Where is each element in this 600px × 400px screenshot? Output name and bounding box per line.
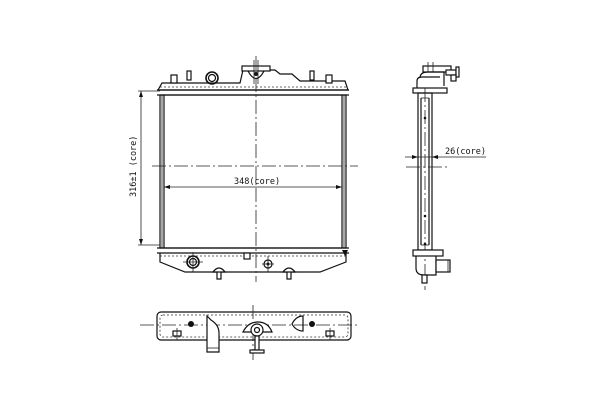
mount-peg-icon <box>211 267 227 280</box>
mount-bolt-icon <box>170 74 178 84</box>
mount-peg-icon <box>281 267 297 280</box>
drain-plug-icon <box>243 252 251 260</box>
outlet-pipe-icon <box>206 314 220 353</box>
mount-bolt-icon <box>325 74 333 84</box>
bottom-bracket-icon <box>172 328 335 340</box>
bottom-tank-plan <box>156 311 352 341</box>
drain-valve-icon <box>242 321 273 354</box>
inlet-fitting-icon <box>291 315 304 332</box>
drain-cock-icon <box>262 256 274 272</box>
mount-pin-icon <box>186 70 192 81</box>
bottom-view <box>140 305 360 360</box>
core-height-dimension: 316±1 (core) <box>129 136 139 197</box>
core-width-dimension: 348(core) <box>234 177 280 187</box>
top-inlet-port-icon <box>205 71 219 85</box>
front-view: 348(core) 316±1 (core) <box>129 56 358 282</box>
radiator-core <box>159 94 347 249</box>
side-view: 26(core) <box>405 62 486 290</box>
core-depth-dimension: 26(core) <box>445 147 486 157</box>
mount-pin-icon <box>309 70 315 81</box>
bottom-outlet-port-icon <box>183 252 203 272</box>
bottom-tank <box>159 253 347 273</box>
